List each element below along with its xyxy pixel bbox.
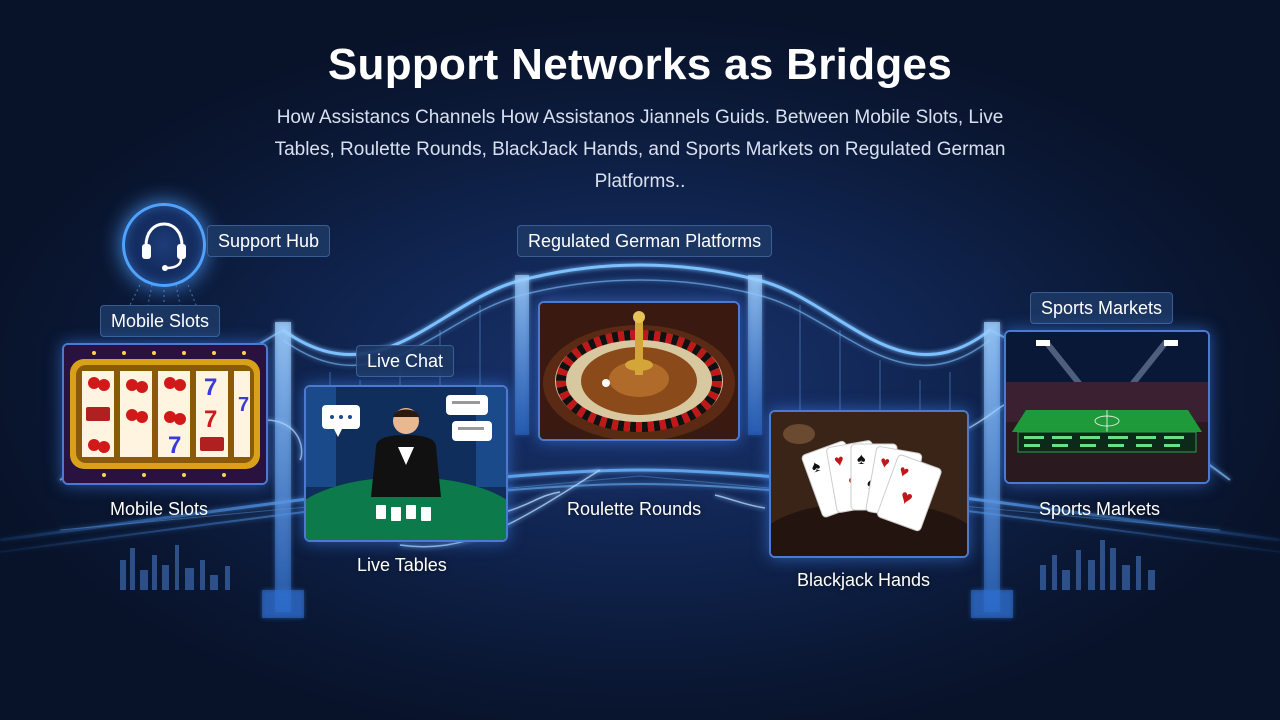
mobile-slots-card[interactable]: 7 7 7 7	[62, 343, 268, 485]
svg-text:♠: ♠	[857, 451, 866, 468]
roulette-rounds-label: Roulette Rounds	[567, 499, 702, 519]
support-hub-label: Support Hub	[207, 225, 331, 257]
chat-bubble-icon	[446, 395, 492, 441]
cherry-icon	[88, 377, 186, 453]
live-tables-label: Live Tables	[357, 555, 447, 575]
roulette-wheel-image	[540, 303, 738, 439]
sports-markets-card[interactable]	[1004, 330, 1210, 484]
playing-cards-image: ♠ ♥♥ ♠♠ ♥♥ ♥♥	[771, 412, 967, 556]
headset-icon	[142, 222, 186, 271]
regulated-platforms-label: Regulated German Platforms	[517, 225, 773, 257]
svg-text:7: 7	[204, 374, 217, 401]
svg-text:7: 7	[204, 406, 217, 433]
live-dealer-image	[306, 387, 506, 540]
skyline-left	[120, 545, 230, 590]
roulette-card[interactable]	[538, 301, 740, 441]
svg-text:♥: ♥	[879, 454, 891, 472]
sports-markets-label-top: Sports Markets	[1030, 292, 1174, 324]
stadium-image	[1006, 332, 1208, 482]
blackjack-hands-label: Blackjack Hands	[797, 570, 931, 590]
slot-machine-image: 7 7 7 7	[64, 345, 266, 483]
skyline-right	[1040, 540, 1155, 590]
blackjack-card[interactable]: ♠ ♥♥ ♠♠ ♥♥ ♥♥	[769, 410, 969, 558]
mobile-slots-label-bottom: Mobile Slots	[110, 499, 209, 519]
support-hub-node[interactable]	[122, 203, 206, 287]
chat-bubble-icon	[322, 405, 360, 437]
live-tables-card[interactable]	[304, 385, 508, 542]
sports-markets-label-bottom: Sports Markets	[1039, 499, 1161, 519]
page-subtitle: How Assistancs Channels How Assistanos J…	[274, 107, 1006, 192]
svg-text:7: 7	[238, 394, 249, 416]
svg-text:♥: ♥	[833, 452, 845, 470]
seven-icon: 7 7 7 7	[168, 374, 249, 459]
svg-text:7: 7	[168, 432, 181, 459]
mobile-slots-label-top: Mobile Slots	[100, 305, 221, 337]
live-chat-label: Live Chat	[356, 345, 455, 377]
page-title: Support Networks as Bridges	[327, 40, 953, 89]
